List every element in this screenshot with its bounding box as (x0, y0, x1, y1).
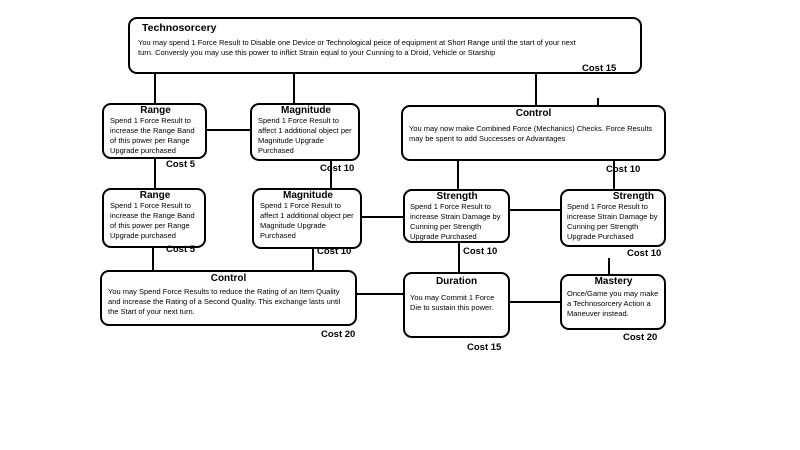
node-cost: Cost 10 (606, 164, 641, 175)
node-cost: Cost 15 (467, 342, 502, 353)
node-description: You may Spend Force Results to reduce th… (108, 287, 341, 316)
node-cost: Cost 10 (463, 246, 498, 257)
node-magnitude-2: Magnitude Spend 1 Force Result to affect… (252, 188, 362, 249)
node-cost: Cost 10 (317, 246, 352, 257)
node-description: Spend 1 Force Result to increase the Ran… (110, 116, 195, 155)
node-description: Once/Game you may make a Technosorcery A… (567, 289, 659, 318)
node-magnitude-1: Magnitude Spend 1 Force Result to affect… (250, 103, 360, 161)
node-control-1: Control You may now make Combined Force … (401, 105, 666, 161)
node-cost: Cost 5 (166, 159, 196, 170)
node-title: Magnitude (281, 105, 331, 116)
node-title: Duration (435, 276, 478, 287)
node-control-2: Control You may Spend Force Results to r… (100, 270, 357, 326)
node-title: Strength (436, 191, 478, 202)
node-cost: Cost 15 (582, 63, 617, 74)
node-title: Range (140, 105, 171, 116)
node-cost: Cost 5 (166, 244, 196, 255)
node-strength-2: Strength Spend 1 Force Result to increas… (560, 189, 666, 247)
node-title: Technosorcery (142, 22, 217, 34)
node-description: Spend 1 Force Result to increase Strain … (567, 202, 658, 241)
node-description: Spend 1 Force Result to affect 1 additio… (260, 201, 354, 240)
node-range-1: Range Spend 1 Force Result to increase t… (102, 103, 207, 159)
node-title: Control (210, 273, 247, 284)
node-technosorcery: Technosorcery You may spend 1 Force Resu… (128, 17, 642, 74)
node-description: You may Commit 1 Force Die to sustain th… (410, 293, 495, 312)
node-description: You may now make Combined Force (Mechani… (409, 124, 653, 143)
node-strength-1: Strength Spend 1 Force Result to increas… (403, 189, 510, 243)
node-range-2: Range Spend 1 Force Result to increase t… (102, 188, 206, 248)
node-title: Magnitude (283, 190, 333, 201)
node-title: Mastery (594, 276, 633, 287)
node-title: Control (515, 108, 552, 119)
node-title: Strength (612, 191, 654, 202)
node-title: Range (139, 190, 171, 201)
node-description: Spend 1 Force Result to increase Strain … (410, 202, 501, 241)
node-description: You may spend 1 Force Result to Disable … (138, 38, 576, 57)
node-duration: Duration You may Commit 1 Force Die to s… (403, 272, 510, 338)
node-mastery: Mastery Once/Game you may make a Technos… (560, 274, 666, 330)
node-description: Spend 1 Force Result to increase the Ran… (110, 201, 195, 240)
node-cost: Cost 10 (320, 163, 355, 174)
node-cost: Cost 20 (321, 329, 356, 340)
node-description: Spend 1 Force Result to affect 1 additio… (258, 116, 352, 155)
node-cost: Cost 20 (623, 332, 658, 343)
node-cost: Cost 10 (627, 248, 662, 259)
